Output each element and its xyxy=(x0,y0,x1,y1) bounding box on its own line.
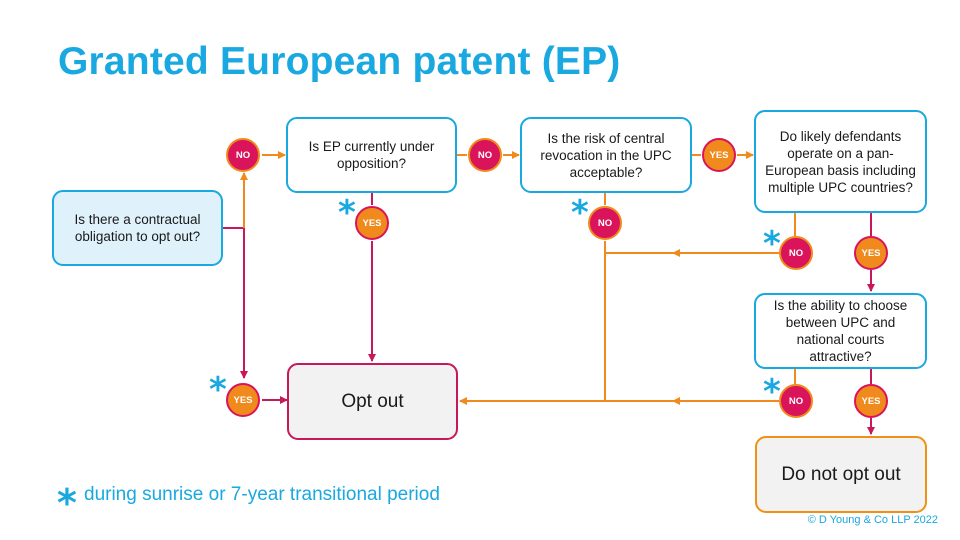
transitional-period-star-icon: * xyxy=(763,224,781,264)
pan-european-defendants-question: Do likely defendants operate on a pan-Eu… xyxy=(754,110,927,213)
no-badge: NO xyxy=(588,206,622,240)
opt-out-outcome: Opt out xyxy=(287,363,458,440)
footnote: during sunrise or 7-year transitional pe… xyxy=(84,484,440,505)
no-badge: NO xyxy=(226,138,260,172)
footnote-star-icon: * xyxy=(57,481,77,525)
yes-badge: YES xyxy=(702,138,736,172)
yes-badge: YES xyxy=(854,384,888,418)
choose-courts-question: Is the ability to choose between UPC and… xyxy=(754,293,927,369)
yes-badge: YES xyxy=(226,383,260,417)
central-revocation-question: Is the risk of central revocation in the… xyxy=(520,117,692,193)
yes-badge: YES xyxy=(854,236,888,270)
do-not-opt-out-outcome: Do not opt out xyxy=(755,436,927,513)
no-badge: NO xyxy=(779,384,813,418)
yes-badge: YES xyxy=(355,206,389,240)
copyright: © D Young & Co LLP 2022 xyxy=(807,514,938,526)
no-badge: NO xyxy=(779,236,813,270)
no-badge: NO xyxy=(468,138,502,172)
contractual-obligation-question: Is there a contractual obligation to opt… xyxy=(52,190,223,266)
transitional-period-star-icon: * xyxy=(338,193,356,233)
opposition-question: Is EP currently under opposition? xyxy=(286,117,457,193)
transitional-period-star-icon: * xyxy=(209,370,227,410)
page-title: Granted European patent (EP) xyxy=(58,40,621,83)
transitional-period-star-icon: * xyxy=(571,193,589,233)
transitional-period-star-icon: * xyxy=(763,372,781,412)
